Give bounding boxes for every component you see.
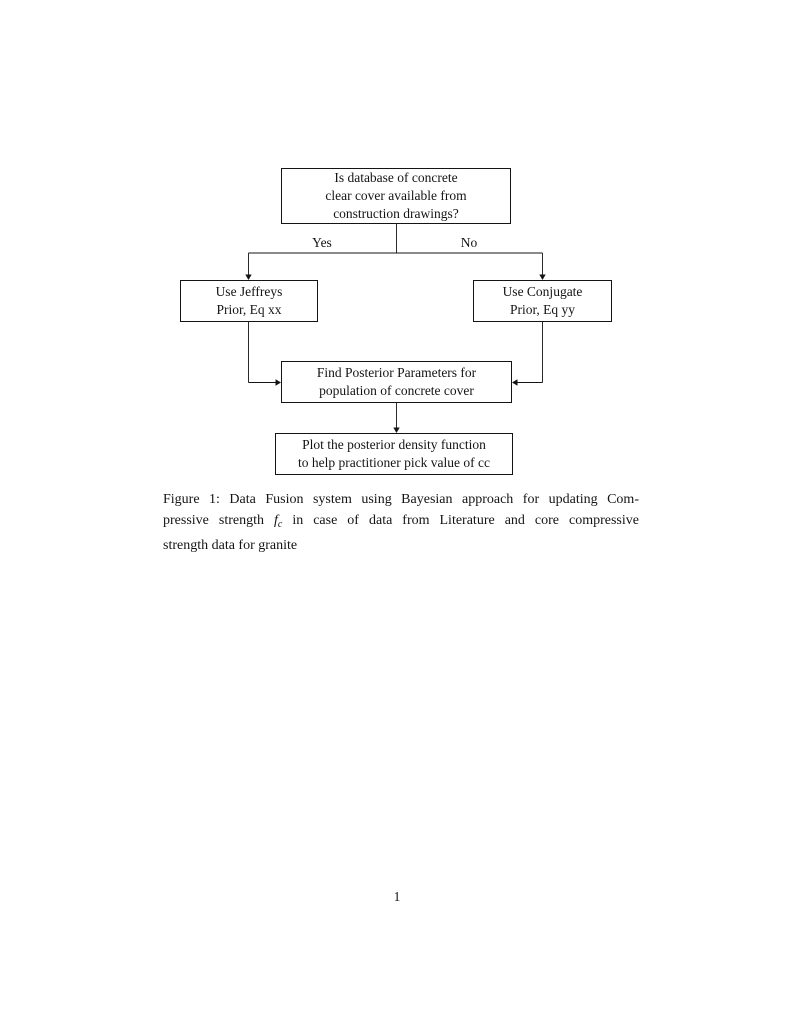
connector-conjugate-to-posterior (512, 322, 543, 386)
flowchart-node-jeffreys-prior: Use Jeffreys Prior, Eq xx (180, 280, 318, 322)
flowchart-node-conjugate-prior: Use Conjugate Prior, Eq yy (473, 280, 612, 322)
figure-caption-line2: pressive strength fc in case of data fro… (163, 510, 639, 535)
flowchart-node-posterior-parameters: Find Posterior Parameters for population… (281, 361, 512, 403)
math-fc-subscript: c (277, 519, 283, 530)
connector-question-branch (248, 224, 543, 254)
flowchart-node-plot-density: Plot the posterior density function to h… (275, 433, 513, 475)
connector-yes-arrow (245, 253, 252, 280)
connector-posterior-to-plot (393, 403, 400, 433)
flowchart-node-question: Is database of concrete clear cover avai… (281, 168, 511, 224)
edge-label-no: No (460, 235, 478, 250)
figure-caption-line1: Figure 1: Data Fusion system using Bayes… (163, 492, 639, 507)
connector-no-arrow (539, 253, 546, 280)
connector-jeffreys-to-posterior (248, 322, 281, 386)
caption-text-after-math: in case of data from Literature and core… (282, 513, 639, 528)
math-fc-variable: f (273, 513, 278, 528)
figure-caption-line3: strength data for granite (163, 538, 298, 553)
figure-caption: Figure 1: Data Fusion system using Bayes… (163, 489, 639, 556)
edge-label-yes: Yes (312, 235, 332, 250)
flowchart-connectors (245, 224, 546, 433)
page-number: 1 (393, 889, 401, 904)
caption-text-before-math: pressive strength (163, 513, 274, 528)
